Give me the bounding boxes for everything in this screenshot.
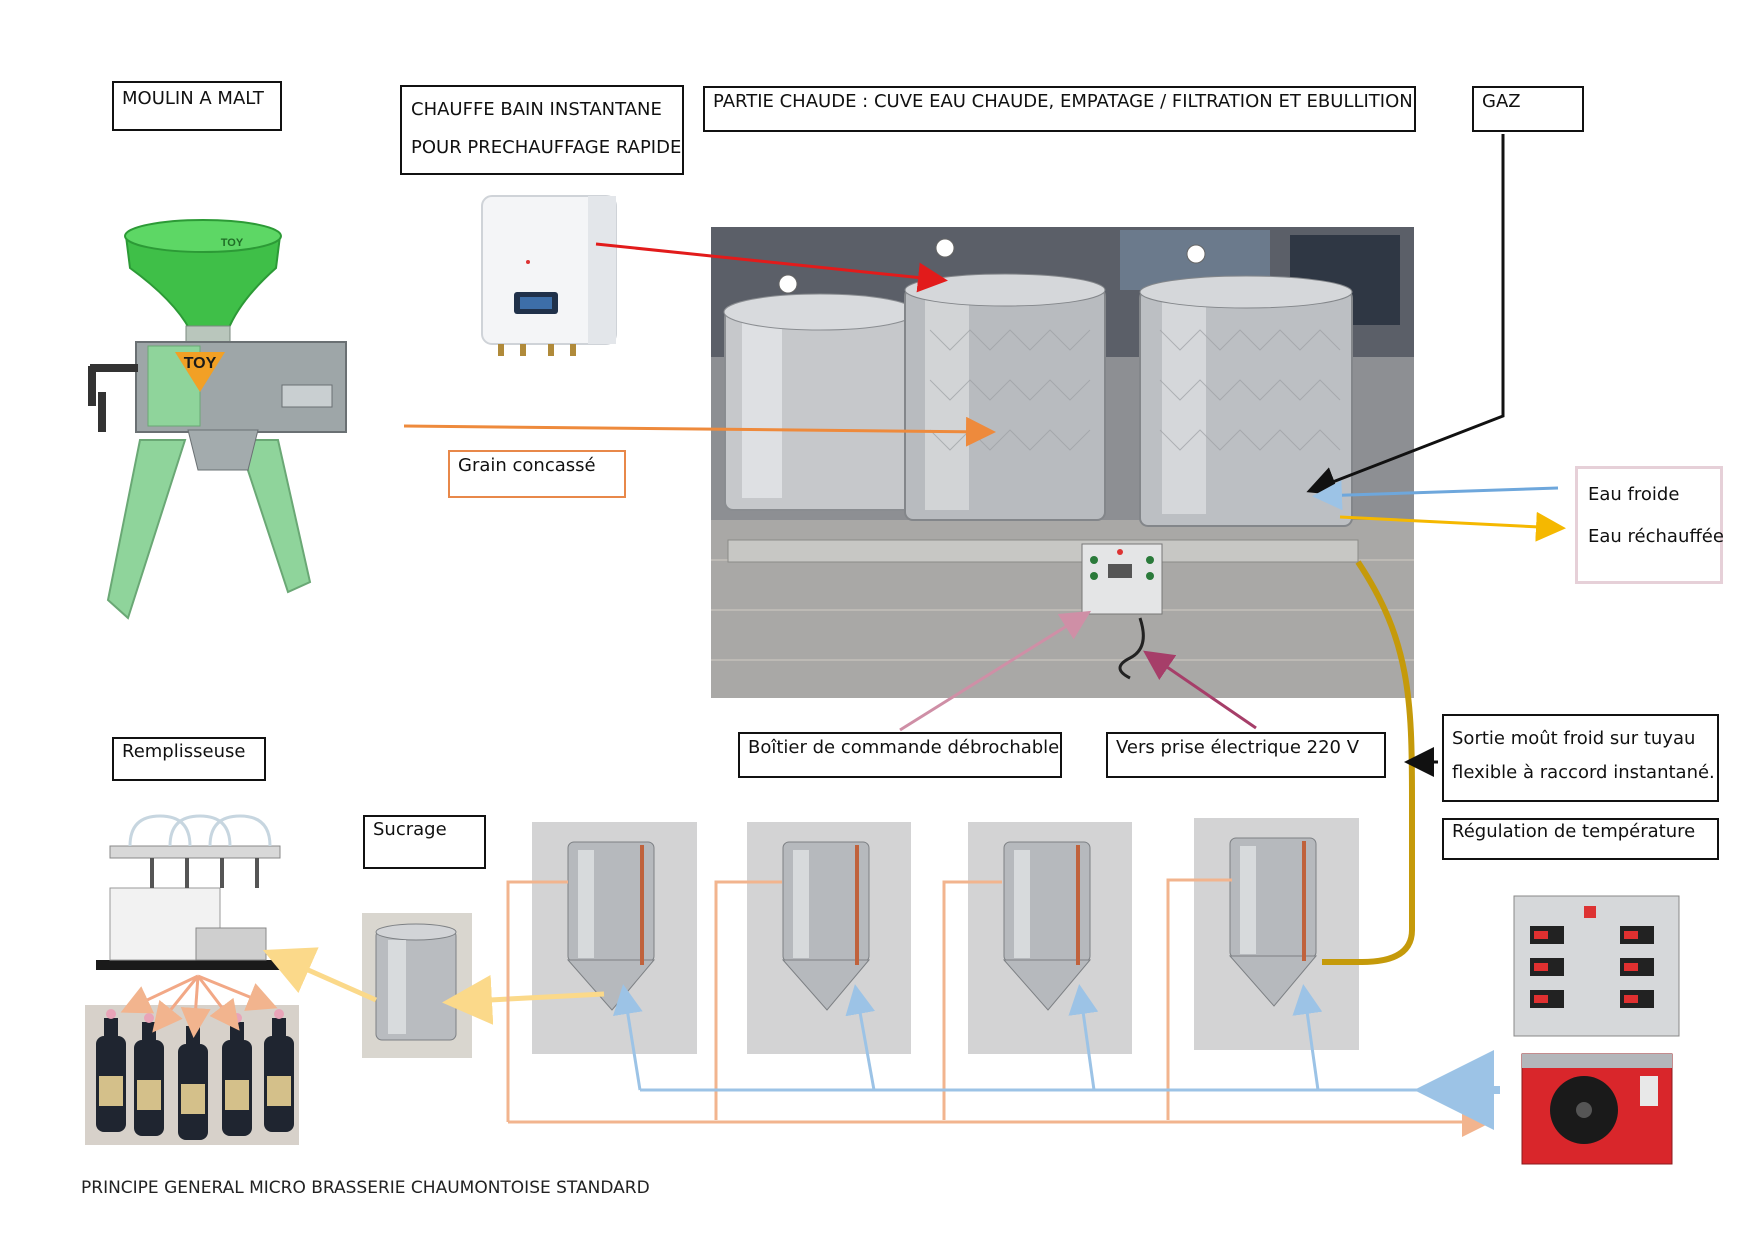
bouteille — [264, 1009, 294, 1132]
chiller-unit-illustration — [1521, 1053, 1673, 1165]
eau-froide-arrow — [1312, 480, 1559, 511]
eau-froide-label: Eau froide — [1588, 484, 1680, 505]
remplisseuse-illustration — [96, 814, 308, 970]
moulin-label: MOULIN A MALT — [112, 81, 282, 131]
brewhouse-photo — [711, 227, 1414, 698]
glycol-blue-loop — [612, 984, 1500, 1130]
diagram-caption: PRINCIPE GENERAL MICRO BRASSERIE CHAUMON… — [81, 1178, 650, 1198]
malt-mill: TOY TOY — [88, 219, 347, 620]
heater-to-tank-arrow — [595, 242, 948, 293]
bouteilles-illustration — [85, 1005, 299, 1145]
grain-arrow — [403, 416, 996, 447]
bouteille — [96, 1009, 126, 1132]
sortie-mout-line1: Sortie moût froid sur tuyau — [1452, 728, 1696, 749]
bouteille — [134, 1013, 164, 1136]
sortie-mout-label: Sortie moût froid sur tuyau flexible à r… — [1442, 714, 1719, 802]
gaz-line — [1306, 134, 1505, 496]
toy-logo: TOY — [184, 355, 217, 372]
gaz-label: GAZ — [1472, 86, 1584, 132]
sucrage-label: Sucrage — [363, 815, 486, 869]
fermenter-photo — [968, 822, 1132, 1054]
toy-logo-hopper: TOY — [221, 237, 244, 249]
eau-rechauffee-arrow — [1339, 511, 1566, 542]
eau-rechauffee-label: Eau réchauffée — [1588, 526, 1724, 547]
fermenter-photo — [1194, 818, 1359, 1050]
bottle-fan-arrows — [120, 974, 278, 1038]
chauffe-bain-line1: CHAUFFE BAIN INSTANTANE — [411, 99, 662, 120]
regulation-panel-illustration — [1513, 895, 1680, 1037]
fermenter-to-sucrage-arrow — [442, 974, 605, 1025]
chauffe-bain-heater — [481, 195, 617, 356]
boitier-arrow — [899, 610, 1092, 732]
sucrage-to-remplisseuse-arrow — [262, 947, 378, 1003]
fermenter-photo — [747, 822, 911, 1054]
glycol-salmon-loop — [506, 878, 1492, 1137]
chauffe-bain-line2: POUR PRECHAUFFAGE RAPIDE — [411, 137, 682, 158]
chauffe-bain-label: CHAUFFE BAIN INSTANTANE POUR PRECHAUFFAG… — [400, 85, 684, 175]
grain-concasse-label: Grain concassé — [448, 450, 626, 498]
bouteille — [178, 1017, 208, 1140]
regulation-label: Régulation de température — [1442, 818, 1719, 860]
boitier-commande-label: Boîtier de commande débrochable — [738, 732, 1062, 778]
prise-arrow — [1143, 650, 1257, 730]
sortie-mout-line2: flexible à raccord instantané. — [1452, 762, 1715, 783]
partie-chaude-label: PARTIE CHAUDE : CUVE EAU CHAUDE, EMPATAG… — [703, 86, 1416, 132]
prise-electrique-label: Vers prise électrique 220 V — [1106, 732, 1386, 778]
sucrage-tank-illustration — [362, 913, 472, 1058]
eau-label-box: Eau froide Eau réchauffée — [1575, 466, 1724, 584]
fermenter-photo — [532, 822, 697, 1054]
remplisseuse-label: Remplisseuse — [112, 737, 266, 781]
